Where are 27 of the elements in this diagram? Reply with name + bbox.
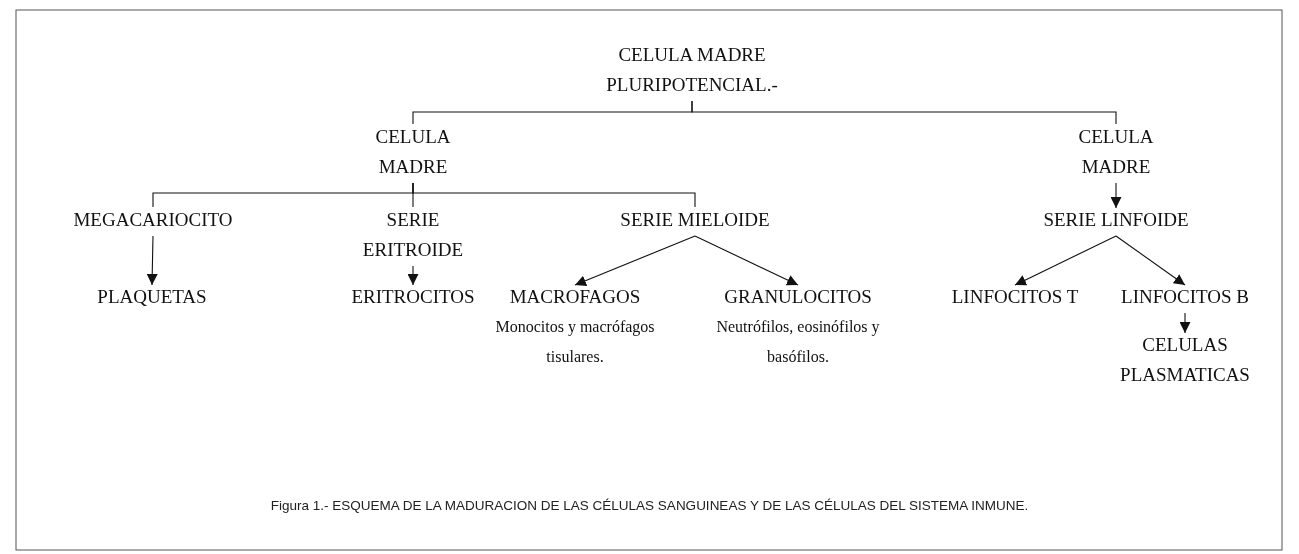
cell-type-label: PLAQUETAS bbox=[96, 285, 208, 309]
arrow bbox=[1179, 312, 1191, 334]
arrow bbox=[1110, 182, 1122, 209]
cell-type-label: MEGACARIOCITO bbox=[72, 208, 234, 232]
cell-type-label: GRANULOCITOS bbox=[723, 285, 873, 309]
connector-line bbox=[412, 182, 696, 208]
arrow bbox=[407, 265, 419, 286]
arrow bbox=[694, 235, 799, 286]
cell-type-label: CELULA MADRE bbox=[1077, 125, 1155, 179]
cell-type-label: ERITROCITOS bbox=[350, 285, 476, 309]
arrow bbox=[1115, 235, 1186, 286]
arrow bbox=[1014, 235, 1117, 286]
figure-caption: Figura 1.- ESQUEMA DE LA MADURACION DE LAS CÉLULAS SANGUINEAS Y DE LAS CÉLULAS DEL SISTEMA INMUNE. bbox=[270, 498, 1029, 513]
cell-type-label: LINFOCITOS B bbox=[1120, 285, 1250, 309]
cell-type-label: SERIE ERITROIDE bbox=[361, 208, 465, 262]
cell-type-label: CELULA MADRE bbox=[374, 125, 452, 179]
cell-type-description: Monocitos y macrófagos tisulares. bbox=[494, 317, 656, 367]
cell-type-label: SERIE MIELOIDE bbox=[620, 208, 770, 232]
arrow bbox=[574, 235, 696, 286]
connector-line bbox=[691, 100, 1117, 125]
arrow bbox=[146, 235, 158, 286]
cell-type-label: CELULAS PLASMATICAS bbox=[1119, 333, 1251, 387]
cell-type-label: CELULA MADRE PLURIPOTENCIAL.- bbox=[605, 43, 779, 97]
cell-type-label: MACROFAGOS bbox=[508, 285, 642, 309]
cell-type-description: Neutrófilos, eosinófilos y basófilos. bbox=[715, 317, 881, 367]
cell-type-label: LINFOCITOS T bbox=[950, 285, 1080, 309]
cell-type-label: SERIE LINFOIDE bbox=[1042, 208, 1190, 232]
